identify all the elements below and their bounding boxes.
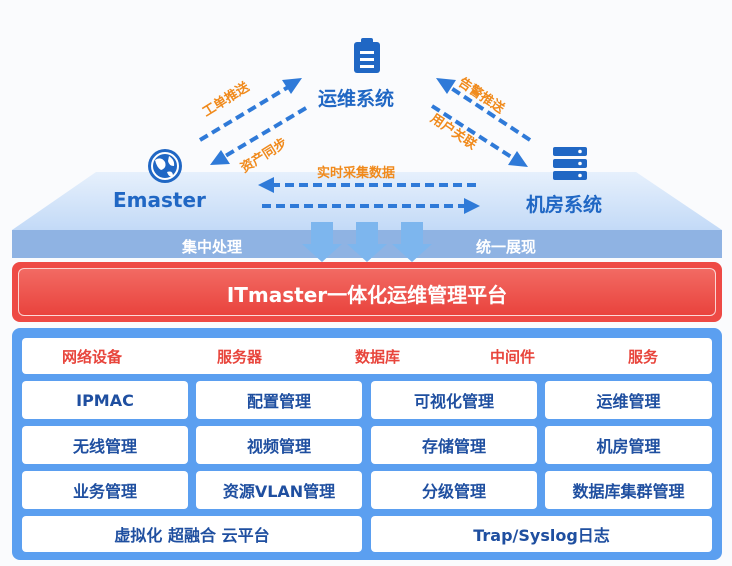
platform-bar-inner bbox=[18, 268, 716, 316]
category-middleware: 中间件 bbox=[490, 348, 536, 366]
platform-bar: ITmaster一体化运维管理平台 bbox=[12, 262, 722, 322]
module-ipmac: IPMAC bbox=[22, 381, 188, 419]
machine-room-label: 机房系统 bbox=[526, 194, 603, 216]
category-service: 服务 bbox=[628, 348, 659, 366]
platform-slab-top bbox=[12, 172, 722, 230]
center-arrow-pair bbox=[262, 183, 476, 208]
module-tier-mgmt: 分级管理 bbox=[371, 471, 537, 509]
module-storage-mgmt: 存储管理 bbox=[371, 426, 537, 464]
platform-title: ITmaster一体化运维管理平台 bbox=[226, 283, 508, 307]
right-arrow-pair bbox=[430, 84, 532, 162]
arrowhead-realtime-left bbox=[258, 177, 274, 193]
arrowhead-ticket bbox=[282, 78, 302, 94]
down-arrows bbox=[302, 222, 432, 262]
globe-icon bbox=[148, 149, 182, 183]
category-bar bbox=[22, 338, 712, 374]
module-db-cluster-mgmt: 数据库集群管理 bbox=[545, 471, 712, 509]
module-ops-mgmt: 运维管理 bbox=[545, 381, 712, 419]
module-virtualization: 虚拟化 超融合 云平台 bbox=[22, 516, 362, 552]
category-server: 服务器 bbox=[217, 348, 263, 366]
module-visual-mgmt: 可视化管理 bbox=[371, 381, 537, 419]
band-left-label: 集中处理 bbox=[182, 238, 243, 256]
server-stack-icon bbox=[553, 147, 587, 180]
category-database: 数据库 bbox=[355, 348, 401, 366]
module-business-mgmt: 业务管理 bbox=[22, 471, 188, 509]
arrowhead-alert bbox=[436, 78, 456, 94]
ops-system-label: 运维系统 bbox=[318, 88, 395, 110]
arrowhead-asset bbox=[210, 150, 230, 165]
emaster-label: Emaster bbox=[113, 188, 206, 212]
arrowhead-realtime-right bbox=[464, 198, 480, 214]
category-network: 网络设备 bbox=[62, 348, 123, 366]
clipboard-icon bbox=[354, 38, 380, 73]
module-video-mgmt: 视频管理 bbox=[196, 426, 362, 464]
left-arrow-pair bbox=[198, 84, 308, 160]
module-wireless-mgmt: 无线管理 bbox=[22, 426, 188, 464]
band-right-label: 统一展现 bbox=[476, 238, 537, 256]
top-diagram bbox=[12, 78, 722, 262]
module-trap-syslog: Trap/Syslog日志 bbox=[371, 516, 712, 552]
module-machine-room-mgmt: 机房管理 bbox=[545, 426, 712, 464]
module-resource-vlan-mgmt: 资源VLAN管理 bbox=[196, 471, 362, 509]
module-config-mgmt: 配置管理 bbox=[196, 381, 362, 419]
realtime-collect-label: 实时采集数据 bbox=[317, 166, 396, 181]
arrowhead-user bbox=[508, 151, 528, 167]
